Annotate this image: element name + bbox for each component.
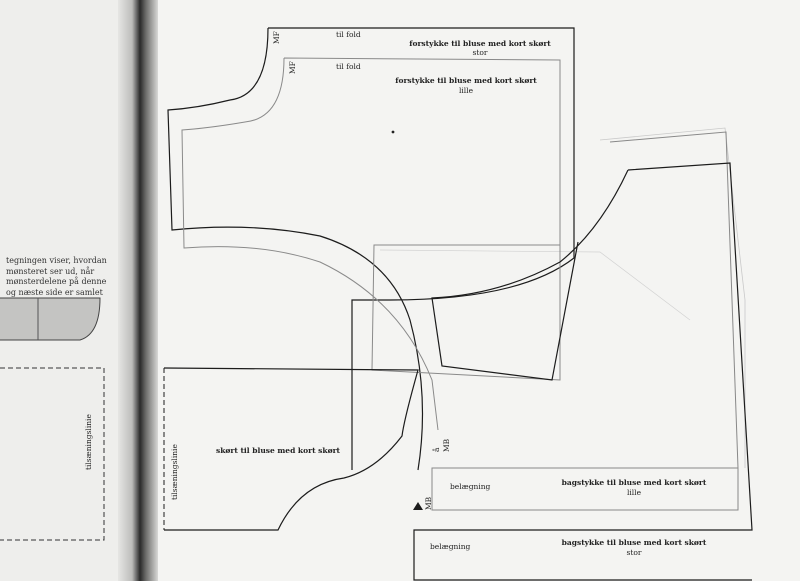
front-large-size: stor: [472, 48, 488, 57]
left-page: [0, 0, 130, 581]
back-small-outline: [431, 131, 739, 511]
caption-line: og næste side er samlet: [6, 287, 103, 297]
front-large-fold-label: til fold: [336, 30, 361, 39]
front-large-mf-label: MF: [272, 31, 281, 44]
skirt-seam-label: tilsæningslinie: [170, 444, 179, 500]
assembly-caption: tegningen viser, hvordan mønsteret ser u…: [6, 256, 114, 298]
center-dot-icon: [391, 130, 395, 134]
caption-line: tegningen viser, hvordan: [6, 256, 107, 265]
front-small-title: forstykke til bluse med kort skørt: [395, 76, 537, 85]
front-bodice-small-outline: [181, 57, 561, 431]
ghost-line: [599, 127, 746, 468]
back-large-title: bagstykke til bluse med kort skørt: [561, 538, 707, 547]
book-spine: [118, 0, 158, 581]
left-skirt-edge: [0, 367, 105, 541]
back-small-mark-label: å: [432, 447, 441, 452]
right-page: [150, 0, 800, 581]
back-small-size: lille: [626, 488, 642, 497]
left-seam-label: tilsæningslinie: [84, 414, 93, 470]
back-small-facing-label: belægning: [450, 482, 491, 491]
back-large-outline: [413, 162, 753, 581]
back-large-facing-label: belægning: [430, 542, 471, 551]
back-large-mb-label: MB: [424, 496, 433, 510]
front-small-mf-label: MF: [288, 61, 297, 74]
skirt-title: skørt til bluse med kort skørt: [216, 446, 340, 455]
back-large-size: stor: [626, 548, 642, 557]
front-bodice-large-outline: [167, 27, 575, 471]
ghost-line: [379, 249, 691, 321]
front-large-title: forstykke til bluse med kort skørt: [409, 39, 551, 48]
caption-line: mønsterdelene på denne: [6, 277, 107, 286]
back-small-title: bagstykke til bluse med kort skørt: [561, 478, 707, 487]
back-small-mb-label: MB: [442, 438, 451, 452]
notch-mark-icon: [413, 502, 423, 510]
left-pattern-fragment: [0, 297, 101, 341]
front-small-fold-label: til fold: [336, 62, 361, 71]
caption-line: mønsteret ser ud, når: [6, 266, 95, 276]
front-small-size: lille: [458, 86, 474, 95]
skirt-outline: [163, 367, 419, 531]
